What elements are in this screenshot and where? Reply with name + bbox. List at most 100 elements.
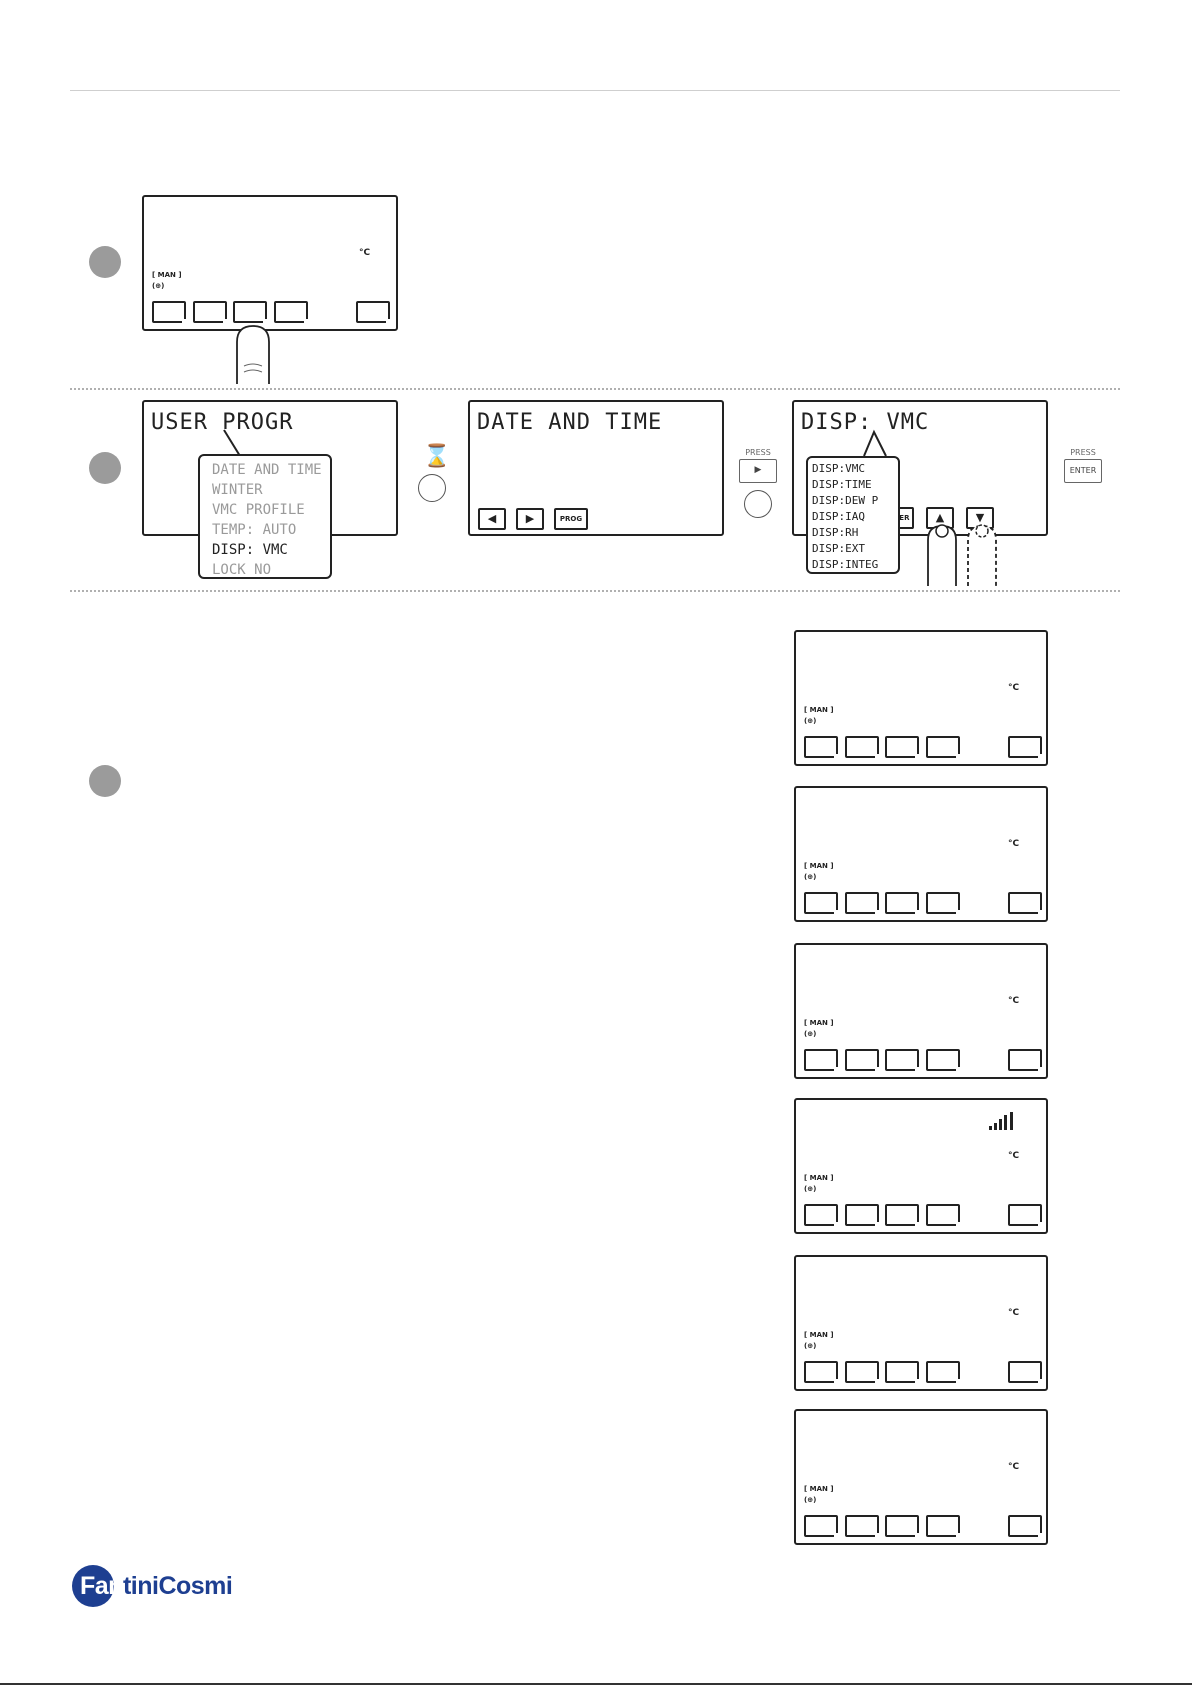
softkey-1[interactable] [804,1204,839,1227]
lcd-option-vmc: °C [ MAN ] (⊕) [794,630,1048,766]
softkey-5[interactable] [1008,736,1043,759]
bubble-pointer [863,429,887,457]
softkey-2[interactable] [845,1204,880,1227]
softkey-4[interactable] [926,1049,961,1072]
softkey-5[interactable] [1008,1515,1043,1538]
step-2-marker [89,452,121,484]
press-right-key[interactable]: ▶ [739,459,777,483]
softkey-2[interactable] [845,1361,880,1384]
softkey-4[interactable] [274,301,309,324]
softkey-3[interactable] [885,1361,920,1384]
softkey-2[interactable] [193,301,228,324]
fan-indicator: (⊕) [804,873,817,881]
press-enter-key[interactable]: ENTER [1064,459,1102,483]
action-circle [744,490,772,518]
softkey-1[interactable] [804,1049,839,1072]
degree-label: °C [1008,1462,1020,1472]
softkey-2[interactable] [845,1515,880,1538]
mode-badge: [ MAN ] [804,1331,834,1339]
mode-badge: [ MAN ] [804,862,834,870]
fan-indicator: (⊕) [804,717,817,725]
fingers-scroll-icon [927,524,997,586]
softkey-1[interactable] [804,1515,839,1538]
fan-indicator: (⊕) [804,1185,817,1193]
lcd-option-rh: °C [ MAN ] (⊕) [794,1255,1048,1391]
softkey-5[interactable] [356,301,391,324]
menu-bubble: DATE AND TIME WINTER VMC PROFILE TEMP: A… [198,454,332,579]
right-arrow-button[interactable]: ▶ [516,508,544,530]
softkey-2[interactable] [845,892,880,915]
softkey-4[interactable] [926,736,961,759]
disp-option[interactable]: DISP:RH [812,526,859,539]
mode-badge: [ MAN ] [152,271,182,279]
softkey-1[interactable] [804,1361,839,1384]
menu-item[interactable]: LOCK NO [212,562,272,578]
menu-item-selected[interactable]: DISP: VMC [212,542,288,558]
fan-indicator: (⊕) [804,1496,817,1504]
softkey-3[interactable] [885,736,920,759]
softkey-2[interactable] [845,1049,880,1072]
screen-title: DISP: VMC [801,410,930,435]
brand-logo-mark [72,1565,114,1607]
disp-option[interactable]: DISP:TIME [812,478,872,491]
softkey-3[interactable] [233,301,268,324]
brand-name-part2: tiniCosmi [122,1572,233,1600]
fan-indicator: (⊕) [804,1342,817,1350]
lcd-option-iaq: °C [ MAN ] (⊕) [794,1098,1048,1234]
prog-button[interactable]: PROG [554,508,588,530]
fan-indicator: (⊕) [152,282,165,290]
left-arrow-button[interactable]: ◀ [478,508,506,530]
degree-label: °C [1008,1151,1020,1161]
disp-option[interactable]: DISP:INTEG [812,558,879,571]
lcd-option-time: °C [ MAN ] (⊕) [794,786,1048,922]
softkey-3[interactable] [885,1204,920,1227]
degree-label: °C [1008,1308,1020,1318]
signal-bars-icon [989,1112,1013,1130]
degree-label: °C [1008,839,1020,849]
screen-title: DATE AND TIME [477,410,663,435]
disp-option[interactable]: DISP:IAQ [812,510,865,523]
fan-indicator: (⊕) [804,1030,817,1038]
softkey-1[interactable] [152,301,187,324]
menu-item[interactable]: DATE AND TIME [212,462,322,478]
softkey-5[interactable] [1008,892,1043,915]
lcd-option-ext: °C [ MAN ] (⊕) [794,1409,1048,1545]
press-label: PRESS [745,448,771,457]
menu-item[interactable]: WINTER [212,482,263,498]
disp-option[interactable]: DISP:EXT [812,542,865,555]
softkey-4[interactable] [926,1204,961,1227]
softkey-3[interactable] [885,1049,920,1072]
softkey-5[interactable] [1008,1204,1043,1227]
menu-item[interactable]: VMC PROFILE [212,502,305,518]
softkey-5[interactable] [1008,1361,1043,1384]
wait-circle [418,474,446,502]
top-divider [70,90,1120,91]
mode-badge: [ MAN ] [804,1485,834,1493]
mode-badge: [ MAN ] [804,1174,834,1182]
softkey-3[interactable] [885,892,920,915]
section-divider-2 [70,590,1120,592]
softkey-1[interactable] [804,892,839,915]
menu-item[interactable]: TEMP: AUTO [212,522,297,538]
softkey-4[interactable] [926,892,961,915]
softkey-3[interactable] [885,1515,920,1538]
softkey-2[interactable] [845,736,880,759]
degree-label: °C [359,248,371,258]
softkey-5[interactable] [1008,1049,1043,1072]
softkey-1[interactable] [804,736,839,759]
lcd-option-dew: °C [ MAN ] (⊕) [794,943,1048,1079]
section-divider-1 [70,388,1120,390]
mode-badge: [ MAN ] [804,706,834,714]
degree-label: °C [1008,683,1020,693]
finger-press-icon [236,325,270,384]
bottom-divider [0,1683,1192,1685]
enter-button-partial[interactable]: TER [892,507,914,529]
softkey-4[interactable] [926,1361,961,1384]
degree-label: °C [1008,996,1020,1006]
brand-logo: FantiniCosmi [80,1572,233,1601]
disp-option[interactable]: DISP:DEW P [812,494,879,507]
lcd-date-time: DATE AND TIME ◀ ▶ PROG [468,400,724,536]
softkey-4[interactable] [926,1515,961,1538]
hourglass-icon: ⌛ [423,444,451,469]
disp-option[interactable]: DISP:VMC [812,462,865,475]
